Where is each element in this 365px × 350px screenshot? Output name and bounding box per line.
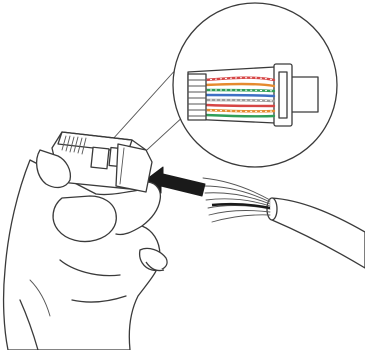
wire-8 [205, 115, 274, 116]
ethernet-cable [203, 178, 365, 268]
rj45-connector [37, 132, 152, 192]
wire-4 [205, 95, 274, 96]
cable-jacket [272, 198, 365, 268]
connector-window [91, 147, 109, 169]
zoom-inset [173, 3, 337, 167]
exposed-wires [203, 178, 270, 222]
inset-crimp-block [274, 64, 292, 126]
wire-6 [205, 105, 274, 106]
inset-contact-block [188, 74, 206, 120]
thumb [53, 196, 116, 242]
